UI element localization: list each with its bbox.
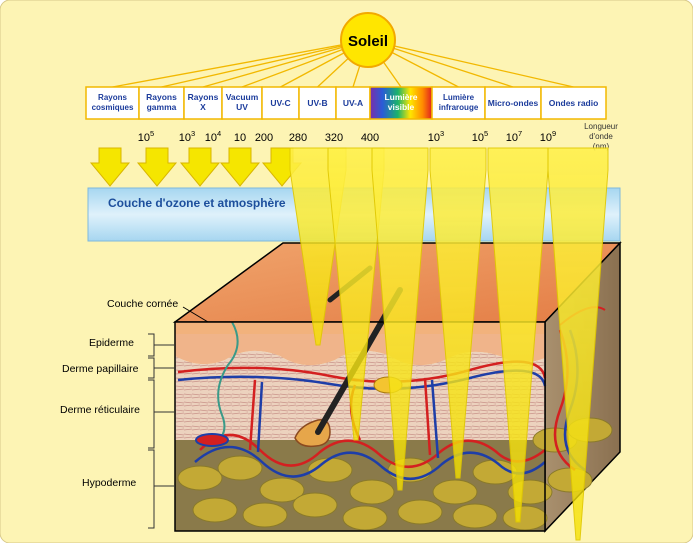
spectrum-label: infrarouge (439, 103, 479, 112)
spectrum-label: Vacuum (226, 92, 259, 102)
spectrum-box (431, 86, 486, 120)
wavelength-tick: 10 (234, 132, 246, 144)
label-epiderme: Epiderme (89, 337, 134, 349)
spectrum-label: X (200, 102, 206, 112)
spectrum-label: UV-B (307, 98, 327, 108)
fat-cell (177, 465, 223, 491)
label-derme-reticulaire: Derme réticulaire (60, 404, 140, 416)
wavelength-tick: 400 (361, 132, 379, 144)
sun-label: Soleil (348, 33, 388, 50)
fat-cell (342, 505, 388, 531)
wavelength-tick: 320 (325, 132, 343, 144)
fat-cells (177, 417, 613, 531)
light-beam (371, 147, 429, 491)
sun-ray-line (202, 39, 369, 88)
label-derme-papillaire: Derme papillaire (62, 363, 139, 375)
spectrum-label: cosmiques (92, 103, 134, 112)
spectrum-bar: RayonscosmiquesRayonsgammaRayonsXVacuumU… (85, 86, 607, 120)
wavelength-tick: 280 (289, 132, 307, 144)
spectrum-label: Rayons (188, 92, 219, 102)
wavelength-tick: 200 (255, 132, 273, 144)
wavelength-unit-line1: Longueur (584, 122, 618, 131)
fat-cell (217, 455, 263, 481)
spectrum-label: Lumière (443, 93, 475, 102)
spectrum-label: Ondes radio (549, 98, 599, 108)
layer-labels: Couche cornée Epiderme Derme papillaire … (60, 298, 209, 489)
spectrum-label: UV-C (270, 98, 290, 108)
wavelength-unit-line3: (nm) (593, 142, 610, 151)
spectrum-box (138, 86, 185, 120)
sun-icon (340, 12, 396, 68)
label-hypoderme: Hypoderme (82, 477, 136, 489)
layer-brackets (148, 333, 175, 529)
spectrum-label: UV (236, 102, 248, 112)
spectrum-box (85, 86, 140, 120)
spectrum-box (183, 86, 223, 120)
leader-couche-cornee (182, 306, 209, 323)
sun-ray-line (112, 39, 369, 88)
spectrum-label: Rayons (98, 93, 127, 102)
arrow-icon (219, 147, 261, 187)
sun-rays (112, 39, 574, 88)
spectrum-box (540, 86, 607, 120)
fat-cell (397, 499, 443, 525)
fat-cell (502, 505, 548, 531)
spectrum-label: Micro-ondes (488, 98, 539, 108)
ozone-label: Couche d'ozone et atmosphère (108, 196, 286, 210)
fat-cell (242, 502, 288, 528)
arrow-icon (179, 147, 221, 187)
fat-cell (259, 477, 305, 503)
fat-cell (452, 503, 498, 529)
spectrum-label: gamma (147, 102, 177, 112)
wavelength-unit-line2: d'onde (589, 132, 613, 141)
sweat-gland (195, 433, 229, 447)
light-beam (547, 147, 609, 541)
sun-ray-line (367, 39, 574, 88)
fat-cell (292, 492, 338, 518)
spectrum-label: visible (388, 102, 415, 112)
spectrum-label: Rayons (146, 92, 177, 102)
nerve-fiber (211, 321, 239, 446)
fat-cell (349, 479, 395, 505)
arrow-icon (136, 147, 178, 187)
fat-cell (192, 497, 238, 523)
spectrum-label: Lumière (384, 92, 417, 102)
arrow-icon (89, 147, 131, 187)
light-beam (429, 147, 487, 479)
spectrum-box (221, 86, 263, 120)
sun-ray-line (161, 39, 369, 88)
spectrum-label: UV-A (343, 98, 363, 108)
label-couche-cornee: Couche cornée (107, 298, 178, 310)
fat-cell (432, 479, 478, 505)
penetrating-beams (289, 147, 609, 541)
